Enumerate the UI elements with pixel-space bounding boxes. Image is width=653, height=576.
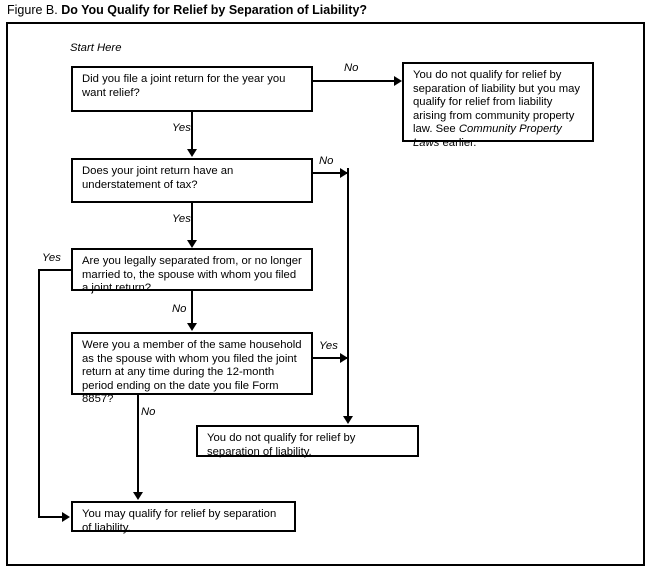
edge-q1-yes-line	[191, 112, 193, 150]
edge-label-q3-no: No	[172, 303, 187, 315]
start-here-label: Start Here	[70, 42, 122, 54]
outcome-no-relief-text: You do not qualify for relief by separat…	[207, 432, 356, 458]
edge-q2-no-arrowhead	[340, 168, 348, 178]
edge-q3-yes-vline	[38, 269, 40, 518]
edge-q4-yes-line	[313, 357, 348, 359]
edge-q2-yes-arrowhead	[187, 240, 197, 248]
outcome-box-may-qualify: You may qualify for relief by separation…	[71, 501, 296, 534]
edge-label-q2-yes: Yes	[172, 213, 191, 225]
edge-q1-no-line	[313, 80, 395, 82]
edge-q1-no-arrowhead	[394, 76, 402, 86]
decision-box-joint-return-text: Did you file a joint return for the year…	[82, 73, 286, 99]
diagram-frame	[6, 22, 645, 566]
outcome-community-text-italic: Community Property Laws	[413, 123, 562, 149]
edge-q1-yes-arrowhead	[187, 149, 197, 157]
edge-q3-yes-hline-bottom	[38, 516, 64, 518]
edge-q2-yes-line	[191, 203, 193, 241]
edge-q2-no-line	[313, 172, 348, 174]
edge-label-q4-no: No	[141, 406, 156, 418]
edge-q3-yes-hline	[38, 269, 71, 271]
outcome-community-text: You do not qualify for relief by separat…	[413, 69, 585, 151]
decision-box-same-household-text: Were you a member of the same household …	[82, 339, 302, 406]
outcome-community-text-part1: You do not qualify for relief by separat…	[413, 69, 581, 136]
edge-q3-no-arrowhead	[187, 323, 197, 331]
edge-q3-no-line	[191, 291, 193, 324]
decision-box-understatement: Does your joint return have an understat…	[71, 158, 313, 203]
edge-q4-no-line	[137, 395, 139, 493]
decision-box-legally-separated: Are you legally separated from, or no lo…	[71, 248, 313, 294]
decision-box-same-household: Were you a member of the same household …	[71, 332, 313, 405]
edge-label-q4-yes: Yes	[319, 340, 338, 352]
edge-merge-arrowhead	[343, 416, 353, 424]
figure-title: Figure B. Do You Qualify for Relief by S…	[7, 2, 367, 18]
edge-q4-yes-arrowhead	[340, 353, 348, 363]
decision-box-understatement-text: Does your joint return have an understat…	[82, 165, 234, 191]
decision-box-joint-return: Did you file a joint return for the year…	[71, 66, 313, 112]
edge-label-q1-no: No	[344, 62, 359, 74]
edge-merge-vertical-line	[347, 168, 349, 417]
figure-title-text: Do You Qualify for Relief by Separation …	[61, 3, 368, 17]
edge-label-q2-no: No	[319, 155, 334, 167]
outcome-box-no-relief: You do not qualify for relief by separat…	[196, 425, 419, 458]
figure-label: Figure B.	[7, 3, 58, 17]
decision-box-legally-separated-text: Are you legally separated from, or no lo…	[82, 255, 302, 295]
outcome-may-qualify-text: You may qualify for relief by separation…	[82, 508, 277, 534]
edge-label-q3-yes: Yes	[42, 252, 61, 264]
outcome-box-community-property: You do not qualify for relief by separat…	[402, 62, 594, 149]
edge-q3-yes-arrowhead	[62, 512, 70, 522]
edge-label-q1-yes: Yes	[172, 122, 191, 134]
edge-q4-no-arrowhead	[133, 492, 143, 500]
outcome-community-text-part2: earlier.	[439, 136, 477, 149]
